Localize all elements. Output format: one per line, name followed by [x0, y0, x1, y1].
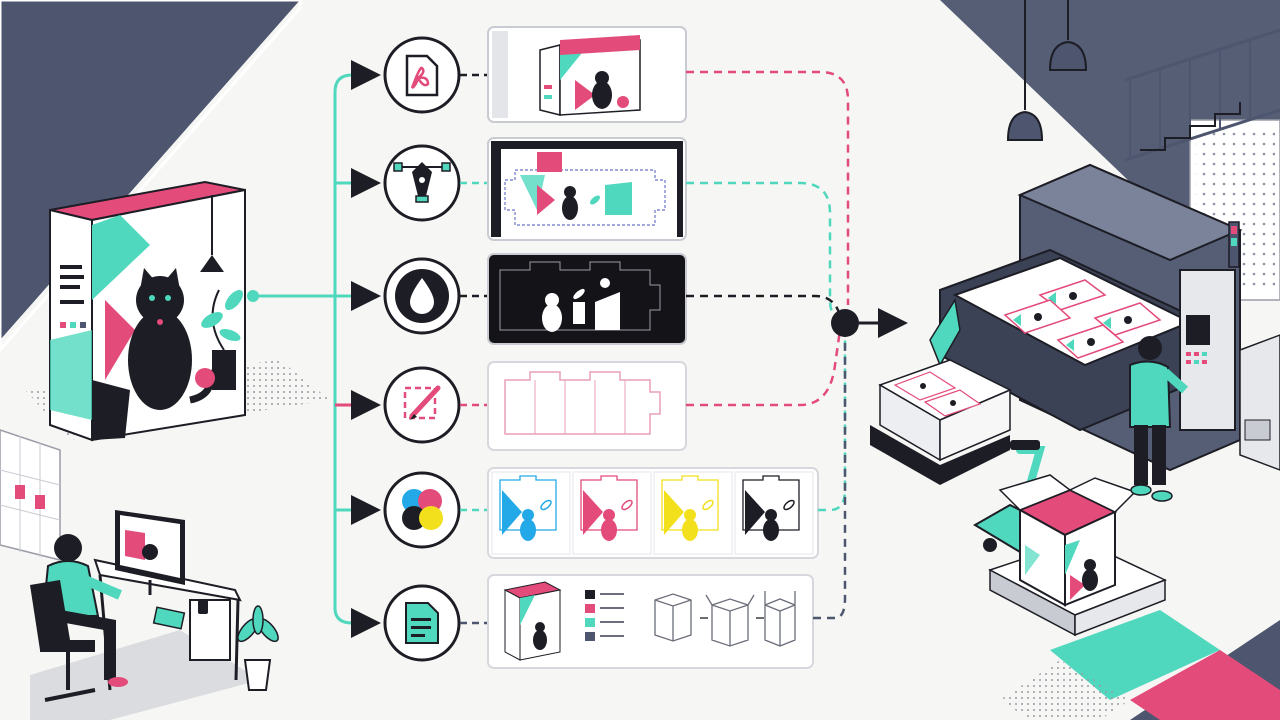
cat-separation-icon [682, 519, 698, 541]
merge-node-arrow [831, 308, 908, 338]
open-shipping-box [988, 474, 1167, 637]
workflow-steps [383, 36, 461, 662]
box-pink-triangle [105, 300, 135, 380]
box-side-teal [50, 330, 92, 420]
panel-black-knockout-layer[interactable] [487, 253, 687, 345]
control-screen[interactable] [1186, 315, 1210, 345]
paper-stack [870, 359, 1012, 485]
background-stripe [0, 0, 302, 353]
cat-illustration-icon [592, 81, 612, 109]
ink-drop-icon[interactable] [383, 257, 461, 335]
monitor [115, 510, 185, 595]
vector-pen-icon[interactable] [383, 144, 461, 222]
output-panels [487, 26, 819, 669]
branch-connectors [247, 60, 381, 638]
side-machine [1239, 334, 1280, 471]
cmyk-circles-icon[interactable] [383, 471, 461, 549]
plant-icon [195, 289, 243, 390]
designer-workstation [0, 429, 279, 720]
panel-cut-line-outline[interactable] [487, 361, 687, 451]
separation-plate-yellow[interactable] [653, 471, 733, 555]
mood-board [0, 429, 61, 561]
print-factory [870, 0, 1280, 637]
floor-tile-pink [1130, 650, 1280, 720]
box-side-text-lines [60, 265, 86, 328]
floor-tile-dotted [1000, 660, 1130, 720]
pendant-lamp-icon [200, 195, 224, 272]
spec-swatches [585, 590, 624, 641]
cat-illustration-icon [562, 196, 578, 220]
coffee-mug [198, 600, 208, 614]
panel-pdf-proof[interactable] [487, 26, 687, 123]
printed-sheets [1003, 279, 1162, 359]
cat-illustration-icon [1082, 569, 1098, 591]
panel-color-separations[interactable] [487, 467, 819, 559]
cat-illustration-icon [533, 630, 547, 650]
press-operator [1129, 336, 1189, 502]
cat-separation-icon [763, 519, 779, 541]
floor-tile-teal [1050, 610, 1220, 700]
icon-panel-links [460, 73, 488, 625]
separation-plate-ink[interactable] [734, 471, 814, 555]
package-box [25, 180, 330, 442]
merge-node [831, 309, 859, 337]
mood-board-swatch [15, 485, 25, 499]
desk-drawer [189, 599, 231, 661]
cat-silhouette-icon [542, 304, 562, 332]
cat-separation-icon [520, 519, 536, 541]
mood-board-swatch [35, 495, 45, 509]
folding-sequence [654, 591, 796, 647]
potted-plant-icon [237, 605, 279, 691]
separation-plate-cyan[interactable] [491, 471, 571, 555]
office-chair [30, 580, 96, 702]
separation-plate-pink[interactable] [572, 471, 652, 555]
pdf-file-icon[interactable] [383, 36, 461, 114]
box-teal-shape [92, 215, 150, 300]
control-tower [1179, 269, 1236, 431]
pendant-lamp-icon [1006, 0, 1088, 141]
cat-separation-icon [601, 519, 617, 541]
box-dark-corner [92, 380, 130, 440]
control-buttons [1186, 352, 1207, 364]
color-swatch-tablet [152, 606, 186, 630]
panel-vector-dieline-editor[interactable] [487, 137, 687, 241]
panel-spec-sheet-folding[interactable] [487, 574, 814, 669]
document-spec-icon[interactable] [383, 584, 461, 662]
edit-cut-icon[interactable] [383, 366, 461, 444]
cat-illustration-icon [128, 268, 215, 410]
